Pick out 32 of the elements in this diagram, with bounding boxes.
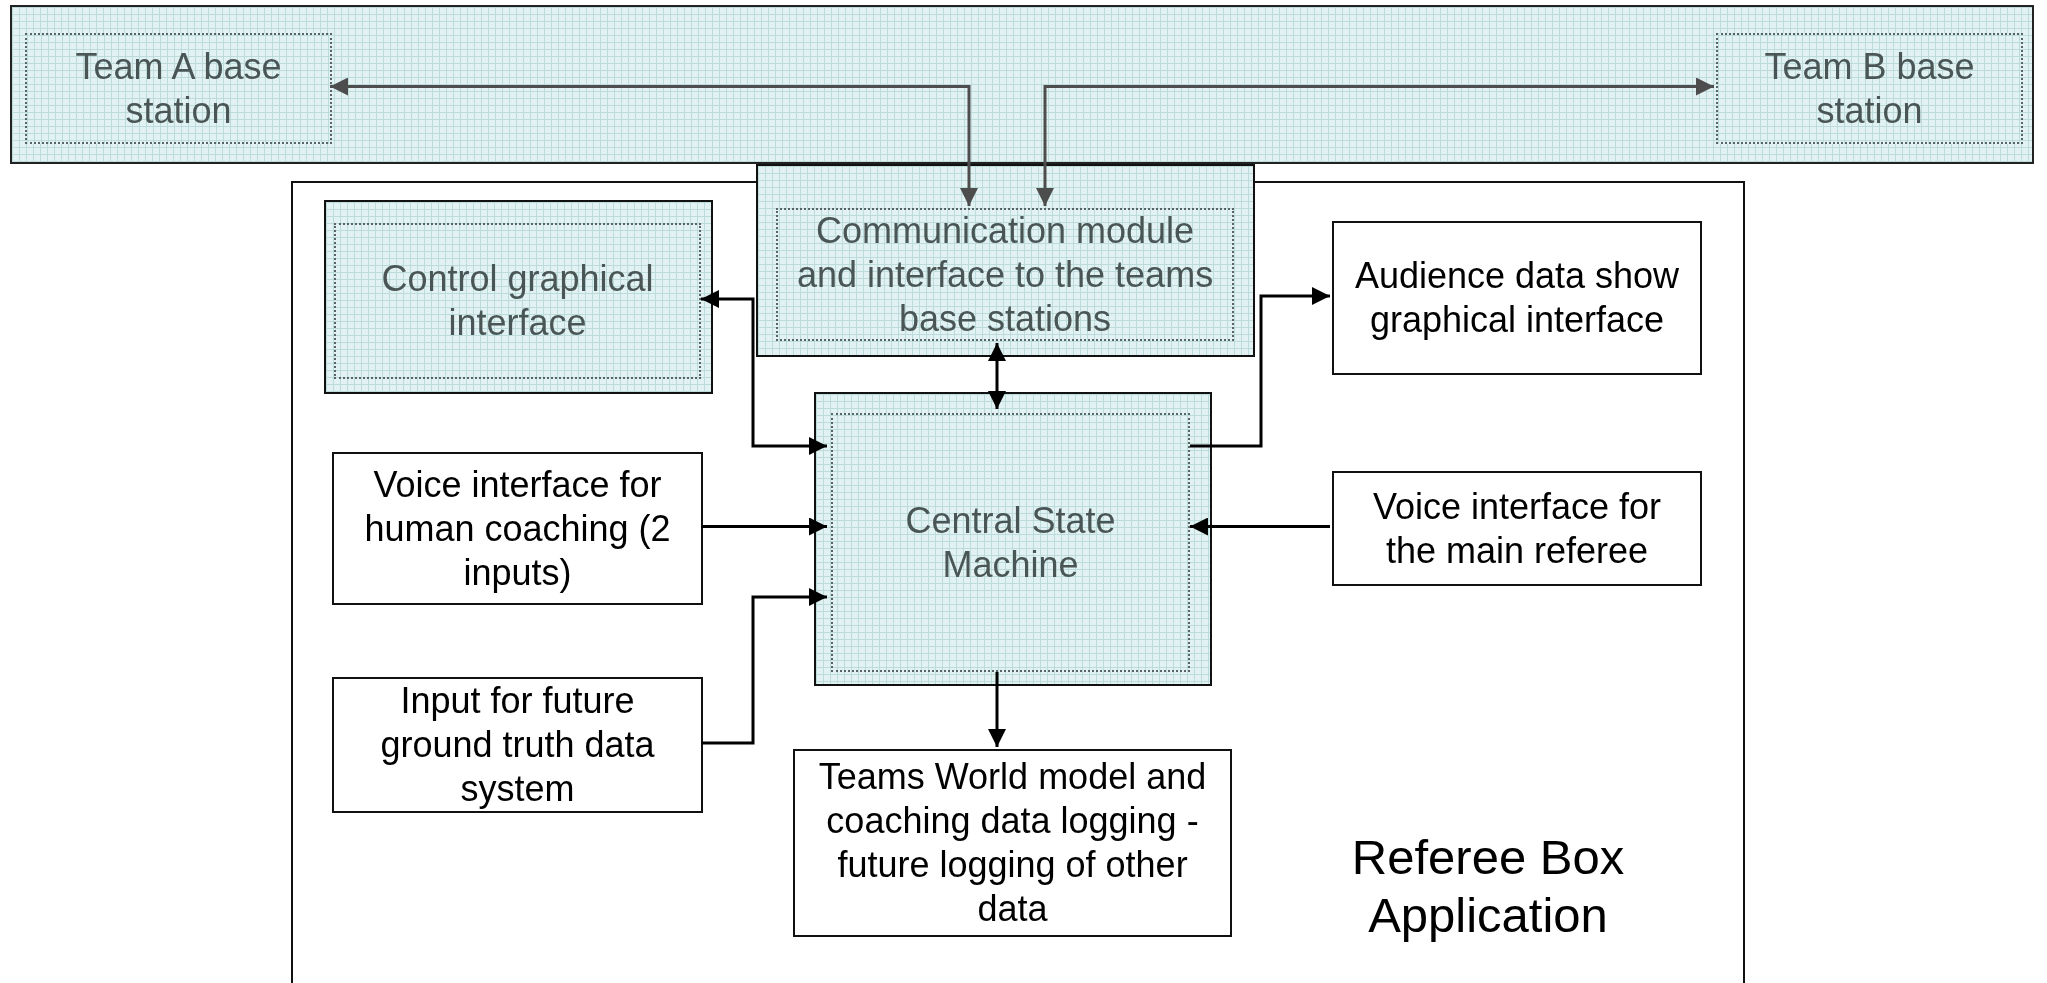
node-label: Audience data show graphical interface (1353, 254, 1681, 342)
node-label: Voice interface for human coaching (2 inputs) (363, 462, 672, 595)
node-label: Team B base station (1763, 44, 1976, 133)
process-box (793, 749, 1232, 937)
node-label: Teams World model and coaching data logging - future logging of other data (817, 755, 1208, 931)
arrow (1036, 77, 1714, 206)
application-frame (291, 181, 1745, 983)
process-box (1332, 471, 1702, 586)
process-box (1332, 221, 1702, 375)
arrow (988, 343, 1006, 409)
arrow (1190, 287, 1330, 448)
arrow (988, 672, 1006, 747)
arrow (330, 77, 978, 206)
node-label: Control graphical interface (380, 257, 655, 345)
module-box (324, 200, 713, 394)
node-label: Team A base station (74, 44, 283, 133)
node-label: Communication module and interface to the teams base stations (795, 208, 1215, 341)
station-box (25, 33, 332, 144)
node-label: Referee Box Application (1351, 830, 1625, 942)
station-box (1716, 33, 2023, 144)
module-box (756, 164, 1255, 357)
process-box (332, 677, 703, 813)
station-band (10, 5, 2034, 164)
arrow (701, 588, 827, 745)
node-label: Voice interface for the main referee (1371, 484, 1663, 573)
node-label: Input for future ground truth data system (379, 679, 656, 811)
process-box (332, 452, 703, 605)
arrow (1190, 517, 1330, 536)
node-label: Central State Machine (904, 498, 1117, 587)
arrow (701, 290, 827, 455)
module-box (814, 392, 1212, 686)
arrow (701, 517, 827, 536)
